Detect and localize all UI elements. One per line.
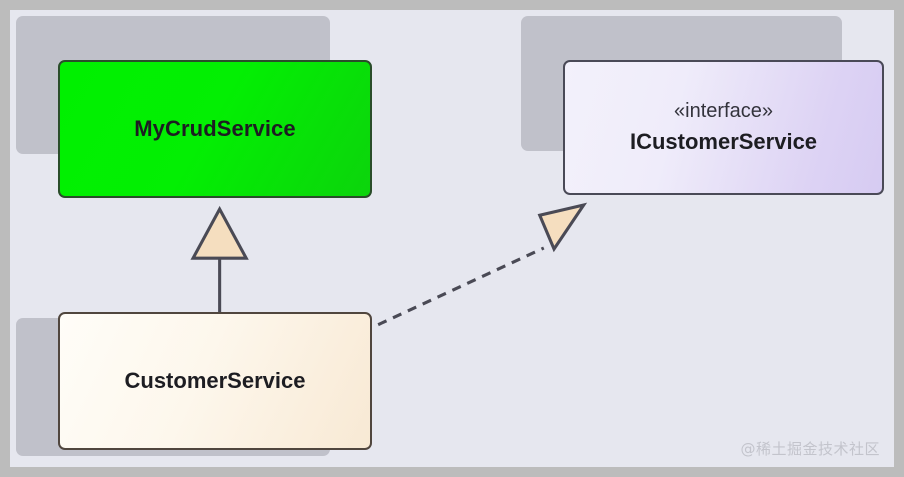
class-name-customerservice: CustomerService xyxy=(124,368,306,393)
interface-name-icustomerservice: ICustomerService xyxy=(629,129,818,155)
stereotype-label-interface: «interface» xyxy=(674,100,773,123)
realization-arrowhead xyxy=(537,202,588,253)
class-node-customerservice[interactable]: CustomerService xyxy=(58,312,372,450)
diagram-surface: MyCrudService «interface» ICustomerServi… xyxy=(10,10,894,467)
watermark-text: @稀土掘金技术社区 xyxy=(740,440,880,458)
generalization-arrowhead xyxy=(190,205,249,260)
class-name-mycrudservice: MyCrudService xyxy=(134,116,296,141)
realization-line xyxy=(377,246,545,327)
interface-node-icustomerservice[interactable]: «interface» ICustomerService xyxy=(563,60,884,195)
connector-layer xyxy=(190,202,588,327)
class-node-mycrudservice[interactable]: MyCrudService xyxy=(58,60,372,198)
